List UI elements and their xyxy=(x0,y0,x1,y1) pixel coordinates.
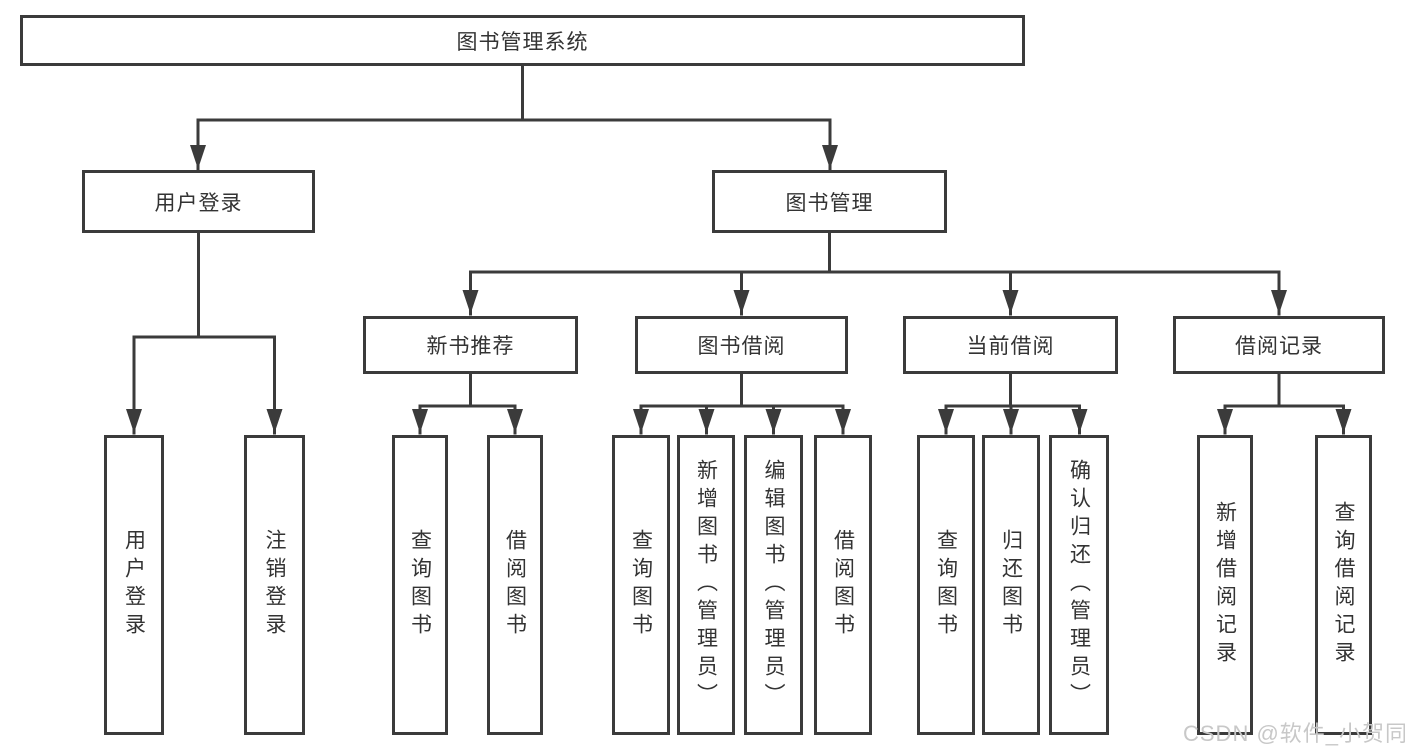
leaf-add-borrow-record-label: 新增借阅记录 xyxy=(1213,501,1237,669)
leaf-add-book-admin-label: 新增图书（管理员） xyxy=(694,459,718,711)
leaf-query-books-recommend: 查询图书 xyxy=(392,435,448,735)
leaf-return-book-label: 归还图书 xyxy=(999,529,1023,641)
leaf-borrow-books-recommend-label: 借阅图书 xyxy=(503,529,527,641)
node-user-login: 用户登录 xyxy=(82,170,315,233)
leaf-query-books-recommend-label: 查询图书 xyxy=(408,529,432,641)
leaf-query-books-borrow: 查询图书 xyxy=(612,435,670,735)
leaf-query-books-current: 查询图书 xyxy=(917,435,975,735)
leaf-edit-book-admin-label: 编辑图书（管理员） xyxy=(762,459,785,711)
leaf-logout-label: 注销登录 xyxy=(263,529,286,641)
node-book-management: 图书管理 xyxy=(712,170,947,233)
leaf-borrow-books-borrow: 借阅图书 xyxy=(814,435,872,735)
node-current-borrow: 当前借阅 xyxy=(903,316,1118,374)
leaf-add-borrow-record: 新增借阅记录 xyxy=(1197,435,1253,735)
csdn-watermark: CSDN @软件_小贺同学 xyxy=(1183,721,1405,746)
leaf-user-login-label: 用户登录 xyxy=(122,529,146,641)
node-new-book-recommend: 新书推荐 xyxy=(363,316,578,374)
node-book-borrow: 图书借阅 xyxy=(635,316,848,374)
leaf-confirm-return-admin: 确认归还（管理员） xyxy=(1049,435,1109,735)
node-borrow-records: 借阅记录 xyxy=(1173,316,1385,374)
leaf-return-book: 归还图书 xyxy=(982,435,1040,735)
node-root-system: 图书管理系统 xyxy=(20,15,1025,66)
leaf-query-books-current-label: 查询图书 xyxy=(934,529,958,641)
leaf-user-login: 用户登录 xyxy=(104,435,164,735)
leaf-query-borrow-record: 查询借阅记录 xyxy=(1315,435,1372,735)
leaf-edit-book-admin: 编辑图书（管理员） xyxy=(744,435,803,735)
leaf-query-books-borrow-label: 查询图书 xyxy=(629,529,653,641)
leaf-logout: 注销登录 xyxy=(244,435,305,735)
leaf-query-borrow-record-label: 查询借阅记录 xyxy=(1332,501,1355,669)
leaf-add-book-admin: 新增图书（管理员） xyxy=(677,435,735,735)
leaf-borrow-books-borrow-label: 借阅图书 xyxy=(831,529,855,641)
leaf-borrow-books-recommend: 借阅图书 xyxy=(487,435,543,735)
leaf-confirm-return-admin-label: 确认归还（管理员） xyxy=(1067,459,1091,711)
